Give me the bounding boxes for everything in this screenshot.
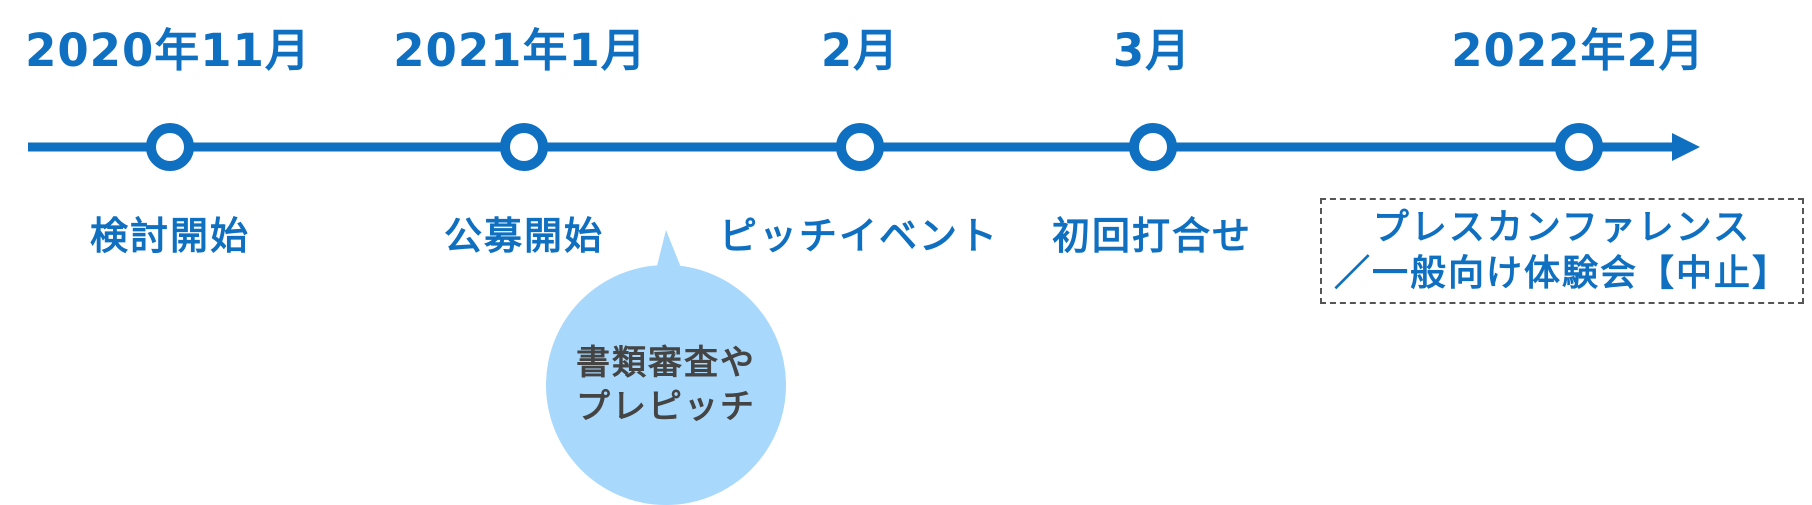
callout-line-1: 書類審査や xyxy=(576,343,756,383)
milestone-marker xyxy=(146,123,194,171)
callout-bubble: 書類審査や プレピッチ xyxy=(546,265,786,505)
milestone-label: ピッチイベント xyxy=(718,214,1000,258)
callout-pointer xyxy=(656,230,682,270)
milestone-date: 3月 xyxy=(1112,24,1192,77)
milestone-marker xyxy=(1129,123,1177,171)
milestone-marker xyxy=(836,123,884,171)
callout-line-2: プレピッチ xyxy=(576,387,756,427)
milestone-marker xyxy=(500,123,548,171)
milestone-label: 公募開始 xyxy=(443,214,605,258)
milestone-date: 2021年1月 xyxy=(393,24,647,77)
milestone-date: 2月 xyxy=(820,24,900,77)
cancelled-event-line-2: ／一般向け体験会【中止】 xyxy=(1333,253,1790,294)
milestone-label: 初回打合せ xyxy=(1051,214,1253,258)
milestone-date: 2020年11月 xyxy=(25,24,311,77)
cancelled-event-box: プレスカンファレンス ／一般向け体験会【中止】 xyxy=(1320,198,1804,304)
cancelled-event-line-1: プレスカンファレンス xyxy=(1372,207,1752,248)
timeline-arrow-head xyxy=(1672,133,1700,161)
milestone-marker xyxy=(1555,123,1603,171)
milestone-label: 検討開始 xyxy=(89,214,251,258)
milestone-date: 2022年2月 xyxy=(1451,24,1705,77)
